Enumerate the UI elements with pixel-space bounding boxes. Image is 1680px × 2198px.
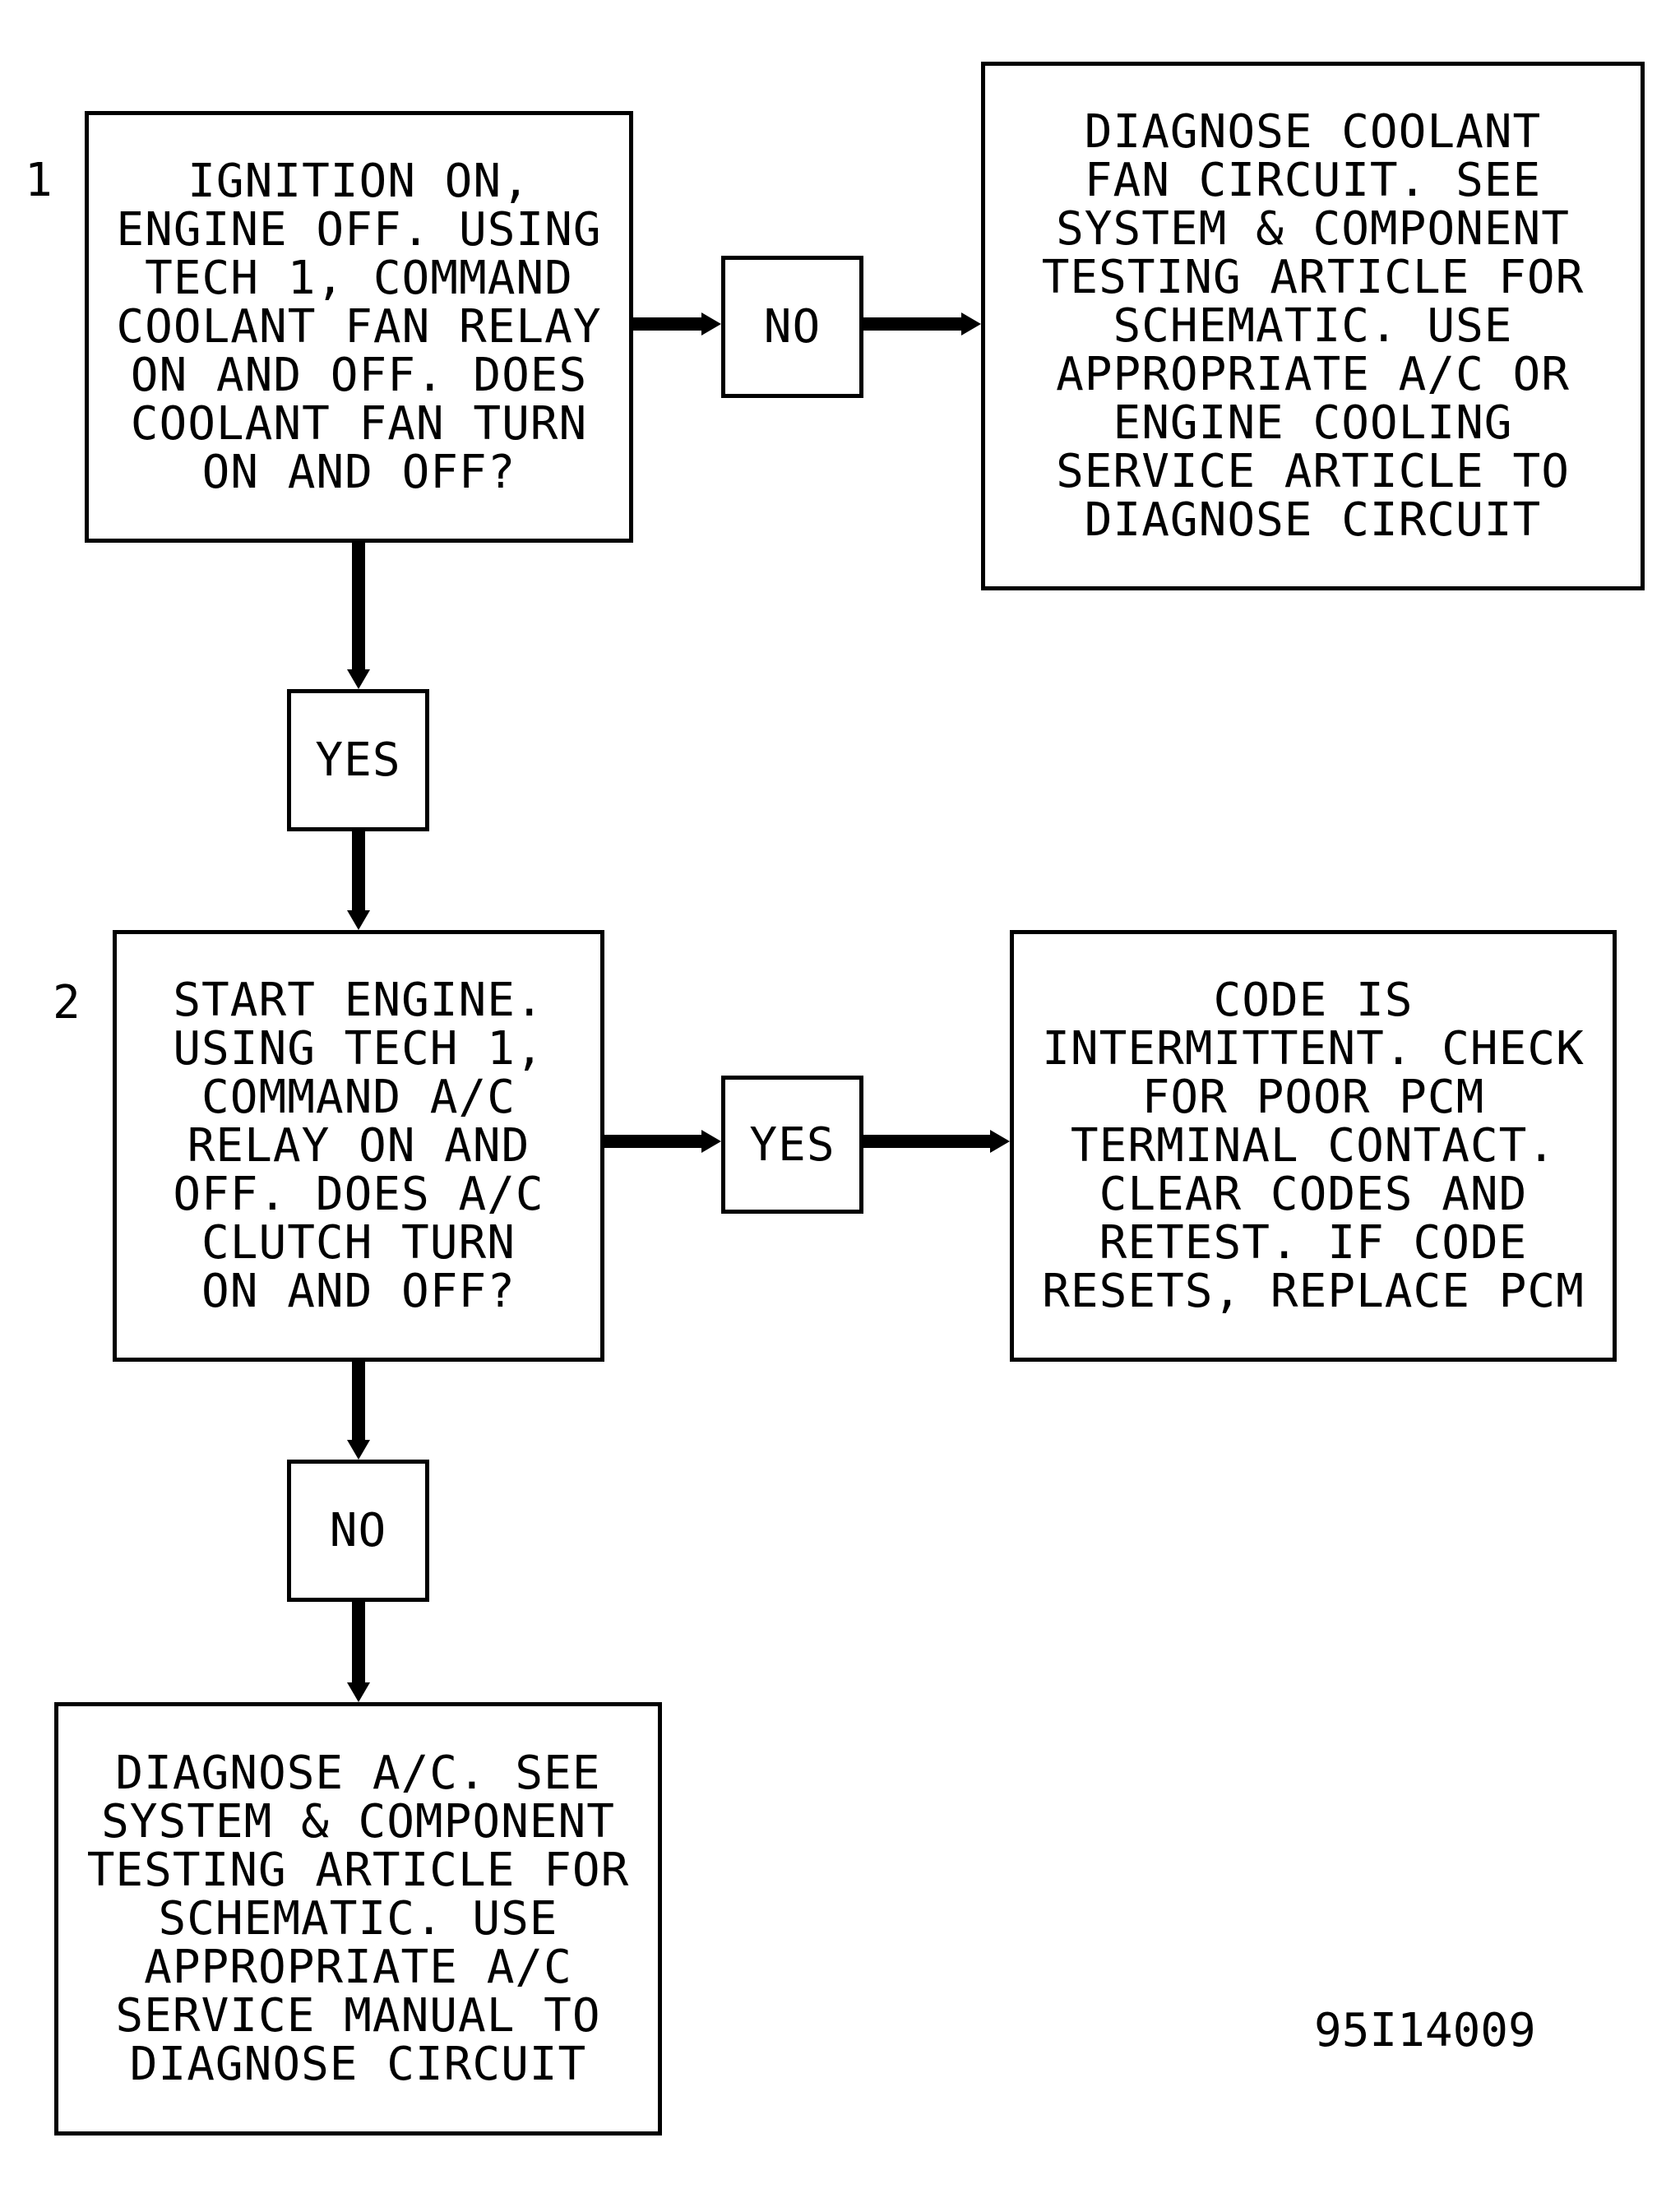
step-1-text: IGNITION ON, ENGINE OFF. USING TECH 1, C… <box>116 155 602 499</box>
step-2-box: START ENGINE. USING TECH 1, COMMAND A/C … <box>113 930 604 1362</box>
arrowhead-to-no-2 <box>347 1440 370 1460</box>
arrowhead-to-code-intermittent <box>990 1130 1010 1153</box>
connector-no-to-diagnose-ac <box>352 1602 365 1682</box>
arrowhead-to-no-1 <box>701 312 721 335</box>
connector-step2-to-yes <box>604 1135 701 1148</box>
step-1-yes-label: YES <box>315 733 401 787</box>
arrowhead-to-coolant-fan <box>961 312 981 335</box>
code-intermittent-box: CODE IS INTERMITTENT. CHECK FOR POOR PCM… <box>1010 930 1617 1362</box>
step-1-number: 1 <box>25 154 53 207</box>
connector-yes-to-code-intermittent <box>863 1135 990 1148</box>
diagnose-coolant-fan-text: DIAGNOSE COOLANT FAN CIRCUIT. SEE SYSTEM… <box>1041 105 1585 547</box>
step-1-no-box: NO <box>721 256 863 398</box>
step-2-text: START ENGINE. USING TECH 1, COMMAND A/C … <box>173 974 544 1318</box>
step-2-number: 2 <box>53 976 81 1030</box>
diagnose-coolant-fan-box: DIAGNOSE COOLANT FAN CIRCUIT. SEE SYSTEM… <box>981 62 1645 590</box>
step-1-box: IGNITION ON, ENGINE OFF. USING TECH 1, C… <box>85 111 633 543</box>
arrowhead-to-yes-1 <box>347 669 370 689</box>
step-2-yes-label: YES <box>749 1118 835 1172</box>
connector-step1-to-yes <box>352 543 365 669</box>
arrowhead-to-yes-2 <box>701 1130 721 1153</box>
step-1-yes-box: YES <box>287 689 429 831</box>
step-2-no-box: NO <box>287 1460 429 1602</box>
diagnose-ac-text: DIAGNOSE A/C. SEE SYSTEM & COMPONENT TES… <box>86 1747 630 2091</box>
figure-id: 95I14009 <box>1314 2004 1536 2057</box>
code-intermittent-text: CODE IS INTERMITTENT. CHECK FOR POOR PCM… <box>1042 974 1585 1318</box>
connector-yes-to-step2 <box>352 831 365 910</box>
arrowhead-to-step2 <box>347 910 370 930</box>
step-1-no-label: NO <box>763 300 821 354</box>
step-2-no-label: NO <box>329 1504 387 1557</box>
connector-step1-to-no <box>633 317 701 331</box>
arrowhead-to-diagnose-ac <box>347 1682 370 1702</box>
step-2-yes-box: YES <box>721 1076 863 1214</box>
connector-no-to-coolant-fan <box>863 317 961 331</box>
connector-step2-to-no <box>352 1362 365 1440</box>
diagnose-ac-box: DIAGNOSE A/C. SEE SYSTEM & COMPONENT TES… <box>54 1702 662 2136</box>
